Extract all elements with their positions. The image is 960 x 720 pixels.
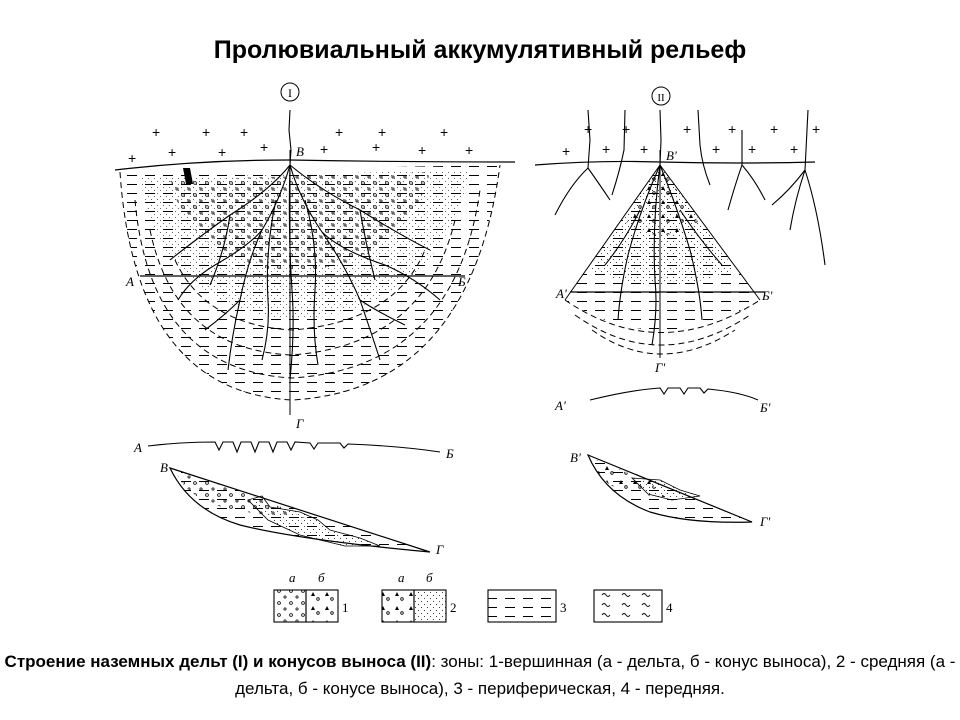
svg-text:+: + <box>320 141 328 157</box>
figure-caption: Строение наземных дельт (I) и конусов вы… <box>0 648 960 702</box>
legend-2-number: 2 <box>450 600 457 615</box>
delta-cross-profile: А Б <box>133 440 454 461</box>
svg-text:+: + <box>378 124 386 140</box>
fan-section-right-label: Б' <box>761 288 773 303</box>
svg-text:+: + <box>602 141 610 157</box>
svg-text:+: + <box>335 124 343 140</box>
svg-text:+: + <box>418 142 426 158</box>
delta-apex-label: В <box>296 144 304 159</box>
svg-text:+: + <box>372 139 380 155</box>
legend-item-2: а б 2 <box>381 570 457 623</box>
legend-3-number: 3 <box>560 600 567 615</box>
fan-cross-profile: А' Б' <box>554 387 771 415</box>
fan-mountain-symbols: + + + + + + + + + + + + <box>562 121 820 159</box>
fan-long-top-label: В' <box>570 450 581 465</box>
delta-section-right-label: Б <box>457 274 466 289</box>
svg-text:+: + <box>790 141 798 157</box>
delta-fan-diagram: I +++ +++ +++ +++ ++ <box>114 82 826 623</box>
svg-text:+: + <box>683 121 691 137</box>
fan-apex-zone <box>625 165 700 235</box>
page-title: Пролювиальный аккумулятивный рельеф <box>213 36 747 64</box>
svg-text:+: + <box>260 139 268 155</box>
svg-text:+: + <box>748 141 756 157</box>
svg-text:+: + <box>584 121 592 137</box>
fan-apex-label: В' <box>666 148 677 163</box>
svg-text:+: + <box>812 121 820 137</box>
mountain-symbols: +++ +++ +++ +++ ++ <box>128 124 473 166</box>
legend-2-a: а <box>398 570 405 585</box>
svg-text:+: + <box>712 141 720 157</box>
part-ii-number: II <box>657 92 665 104</box>
marker-bar <box>183 168 193 184</box>
fan-axis-end-label: Г' <box>654 360 665 375</box>
svg-text:+: + <box>152 124 160 140</box>
legend-4-number: 4 <box>666 600 673 615</box>
delta-long-top-label: В <box>160 460 168 475</box>
svg-text:+: + <box>465 142 473 158</box>
delta-section-left-label: А <box>125 274 134 289</box>
svg-text:+: + <box>240 124 248 140</box>
legend-1-b: б <box>318 570 325 585</box>
fan-long-end-label: Г' <box>759 514 770 529</box>
legend-item-3: 3 <box>487 589 567 623</box>
legend-1-number: 1 <box>342 600 349 615</box>
fan-long-profile: В' Г' <box>570 450 770 529</box>
svg-text:+: + <box>728 121 736 137</box>
delta-profile-right-label: Б <box>445 446 454 461</box>
fan-profile-left-label: А' <box>554 398 566 413</box>
svg-text:+: + <box>562 143 570 159</box>
fan-section-left-label: А' <box>555 286 567 301</box>
legend: а б 1 а б 2 3 4 <box>273 570 673 623</box>
delta-axis-end-label: Г <box>295 416 304 431</box>
svg-text:+: + <box>202 124 210 140</box>
caption-rest: : зоны: 1-вершинная (а - дельта, б - кон… <box>235 652 956 698</box>
svg-text:+: + <box>640 141 648 157</box>
legend-2-b: б <box>426 570 433 585</box>
delta-profile-left-label: А <box>133 440 142 455</box>
part-i-marker <box>280 82 300 102</box>
delta-plan: I +++ +++ +++ +++ ++ <box>114 82 516 431</box>
svg-text:+: + <box>622 121 630 137</box>
svg-text:+: + <box>168 144 176 160</box>
svg-text:+: + <box>128 150 136 166</box>
delta-long-profile: В Г <box>160 460 444 557</box>
caption-bold: Строение наземных дельт (I) и конусов вы… <box>4 652 432 671</box>
fan-plan: II + + + + + + + + + + + + <box>534 86 826 375</box>
legend-item-4: 4 <box>593 589 673 623</box>
svg-text:+: + <box>770 121 778 137</box>
part-ii-marker <box>651 86 671 106</box>
delta-apex-zone <box>170 172 430 272</box>
legend-1-a: а <box>289 570 296 585</box>
legend-item-1: а б 1 <box>273 570 349 623</box>
delta-long-end-label: Г <box>435 542 444 557</box>
part-i-number: I <box>288 86 292 100</box>
svg-text:+: + <box>218 144 226 160</box>
fan-profile-right-label: Б' <box>759 400 771 415</box>
svg-text:+: + <box>440 124 448 140</box>
